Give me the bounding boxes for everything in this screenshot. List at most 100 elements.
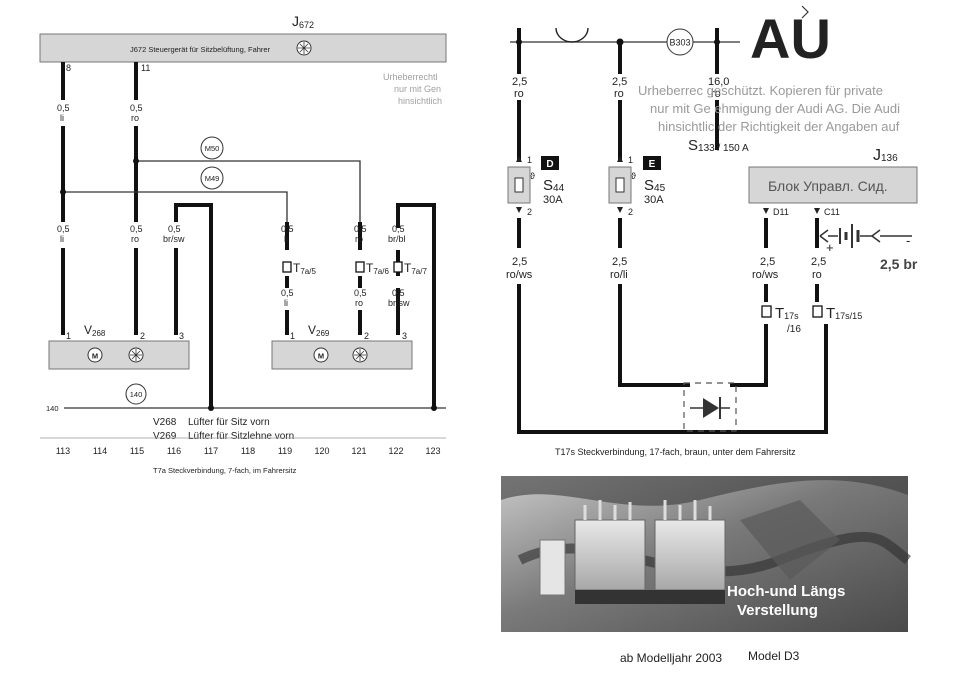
label-brbl-color: br/bl xyxy=(388,234,406,244)
battery-icon xyxy=(819,224,912,248)
fuse-s44: 1 ϑ 2 xyxy=(507,155,535,217)
fuse-s45: 1 ϑ 2 xyxy=(608,155,636,217)
connector-t7a7: T7a/7 xyxy=(393,261,427,276)
j136-label: J136 xyxy=(873,147,898,164)
wire-brsw-ground xyxy=(174,203,213,408)
node-m50: M50 xyxy=(200,136,224,160)
svg-text:ϑ: ϑ xyxy=(631,171,636,181)
label-li-color-1: li xyxy=(60,113,64,123)
connector-t17s-16: T17s /16 xyxy=(761,305,801,335)
label-li-section-4: 0,5 xyxy=(281,288,294,298)
svg-text:/16: /16 xyxy=(787,324,801,335)
s44-badge xyxy=(541,156,559,170)
svg-text:2: 2 xyxy=(628,207,633,217)
battery-wire-label: 2,5 br xyxy=(880,256,918,272)
j672-pin-11: 11 xyxy=(141,63,150,73)
s44-badge-letter: D xyxy=(546,159,553,170)
label-w6-color: ro/ws xyxy=(752,269,779,281)
label-brbl-section: 0,5 xyxy=(392,224,405,234)
svg-text:2: 2 xyxy=(527,207,532,217)
svg-text:T7a/5: T7a/5 xyxy=(293,261,316,276)
label-ro-section-2: 0,5 xyxy=(130,224,143,234)
photo-caption-1: Hoch-und Längs xyxy=(727,583,845,600)
caption-model-year: ab Modelljahr 2003 xyxy=(620,651,722,665)
legend-v269-code: V269 xyxy=(153,431,177,442)
label-w2-section: 2,5 xyxy=(612,76,627,88)
track-number: 115 xyxy=(130,446,144,456)
label-ro-color-3: ro xyxy=(355,234,363,244)
j136-control-unit-box xyxy=(748,166,918,204)
v269-label: V269 xyxy=(308,323,330,338)
wire-w4-loop xyxy=(517,284,828,434)
label-brsw-section-2: 0,5 xyxy=(392,288,405,298)
right-watermark-3: hinsichtlic der Richtigkeit der Angaben … xyxy=(658,119,900,134)
svg-text:T7a/6: T7a/6 xyxy=(366,261,389,276)
j672-pin-8: 8 xyxy=(66,63,71,73)
track-number: 113 xyxy=(56,446,70,456)
v269-fan-box xyxy=(271,340,413,370)
v268-pin-2: 2 xyxy=(140,331,145,341)
label-ro-section-1: 0,5 xyxy=(130,103,143,113)
svg-text:1: 1 xyxy=(628,155,633,165)
bus-m49 xyxy=(63,191,288,222)
caption-model: Model D3 xyxy=(748,649,800,663)
j672-control-unit-box xyxy=(39,33,447,63)
ground-line-label: 140 xyxy=(46,404,59,413)
track-number: 117 xyxy=(204,446,218,456)
label-ro-color-2: ro xyxy=(131,234,139,244)
s133-label: S133 / 150 A xyxy=(688,137,749,154)
svg-text:140: 140 xyxy=(130,390,143,399)
label-w3-color: ro xyxy=(711,88,721,100)
label-li-color-4: li xyxy=(284,298,288,308)
legend-v269-text: Lüfter für Sitzlehne vorn xyxy=(188,431,294,442)
wire-w5-to-diode xyxy=(618,284,690,387)
connector-t7a6: T7a/6 xyxy=(355,261,389,276)
track-number: 123 xyxy=(425,446,440,456)
label-ro-color-1: ro xyxy=(131,113,139,123)
svg-text:M: M xyxy=(92,352,98,361)
svg-text:T17s/15: T17s/15 xyxy=(826,305,862,322)
svg-text:M: M xyxy=(318,352,324,361)
label-w7-section: 2,5 xyxy=(811,256,826,268)
label-w1-color: ro xyxy=(514,88,524,100)
svg-text:T7a/7: T7a/7 xyxy=(404,261,427,276)
top-marker xyxy=(801,5,809,19)
label-li-section-2: 0,5 xyxy=(57,224,70,234)
label-w4-color: ro/ws xyxy=(506,269,533,281)
v268-label: V268 xyxy=(84,323,106,338)
connector-t7a5: T7a/5 xyxy=(282,261,316,276)
left-watermark-1: Urheberrechtl xyxy=(383,72,438,82)
v268-pin-1: 1 xyxy=(66,331,71,341)
label-brsw-section-1: 0,5 xyxy=(168,224,181,234)
label-w5-section: 2,5 xyxy=(612,256,627,268)
s45-badge xyxy=(643,156,661,170)
battery-minus: - xyxy=(906,233,910,248)
right-watermark-1: Urheberrec geschützt. Kopieren für priva… xyxy=(638,83,883,98)
label-w5-color: ro/li xyxy=(610,269,628,281)
j136-box-label: Блок Управл. Сид. xyxy=(768,178,888,194)
label-ro-section-3: 0,5 xyxy=(354,224,367,234)
s45-rating: 30A xyxy=(644,194,664,206)
s44-rating: 30A xyxy=(543,194,563,206)
s45-badge-letter: E xyxy=(649,159,656,170)
svg-text:M50: M50 xyxy=(205,144,220,153)
svg-text:B303: B303 xyxy=(669,38,690,48)
s45-label: S45 xyxy=(644,177,666,194)
svg-text:M49: M49 xyxy=(205,174,220,183)
left-schematic: J672 J672 Steuergerät für Sitzbelüftung,… xyxy=(39,13,447,475)
left-watermark-3: hinsichtlich xyxy=(398,96,442,106)
track-number: 114 xyxy=(93,446,107,456)
t7a-footnote: T7a Steckverbindung, 7-fach, im Fahrersi… xyxy=(153,466,297,475)
left-watermark-2: nur mit Gen xyxy=(394,84,441,94)
j672-box-label: J672 Steuergerät für Sitzbelüftung, Fahr… xyxy=(130,45,271,54)
label-ro-color-4: ro xyxy=(355,298,363,308)
track-number: 122 xyxy=(388,446,403,456)
right-watermark-2: nur mit Ge ehmigung der Audi AG. Die Aud… xyxy=(650,101,900,116)
battery-plus: + xyxy=(826,240,834,255)
fan-icon xyxy=(128,347,144,363)
fan-icon xyxy=(352,347,368,363)
label-brsw-color-1: br/sw xyxy=(163,234,185,244)
audi-watermark-shape: AU xyxy=(750,7,831,70)
motor-icon: M xyxy=(313,347,329,363)
right-schematic: AU B303 2,5 ro 2,5 ro 16,0 ro Urheberrec… xyxy=(501,5,918,665)
